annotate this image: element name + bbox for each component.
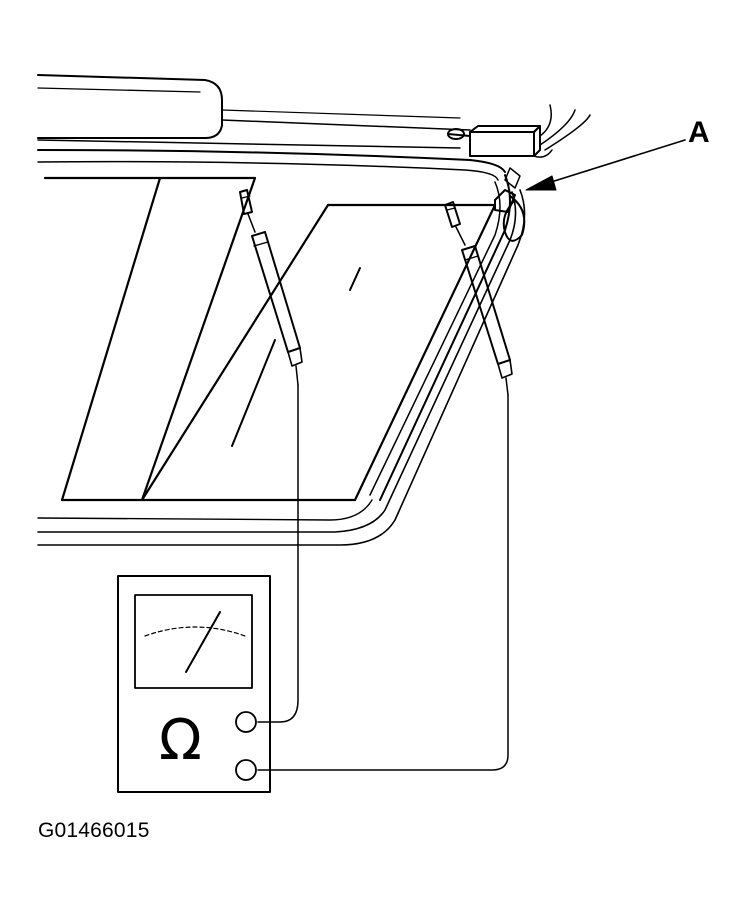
lead-wire-left [257, 384, 299, 723]
defogger-terminal-a [494, 167, 526, 242]
callout-arrow [525, 139, 686, 191]
connector-block [447, 104, 591, 158]
ohmmeter-scale [144, 626, 246, 637]
ohmmeter-icon: Ω [159, 708, 202, 773]
lead-wire-right [257, 394, 509, 771]
ohmmeter [117, 575, 271, 793]
roof-outline [37, 74, 506, 181]
probe-right [257, 201, 513, 771]
ohmmeter-case [117, 575, 271, 793]
callout-label-a: A [688, 116, 710, 149]
probe-left [239, 189, 303, 723]
glass-pane-left [43, 176, 257, 502]
meter-terminal-lower [235, 759, 257, 781]
rear-glass [43, 176, 497, 502]
window-frame [37, 174, 526, 546]
figure-code: G01466015 [38, 819, 150, 842]
glass-pane-right [140, 203, 497, 502]
ohmmeter-display [134, 594, 253, 689]
roof-spoiler [37, 74, 223, 139]
meter-terminal-upper [235, 711, 257, 733]
ohmmeter-needle [185, 611, 221, 673]
